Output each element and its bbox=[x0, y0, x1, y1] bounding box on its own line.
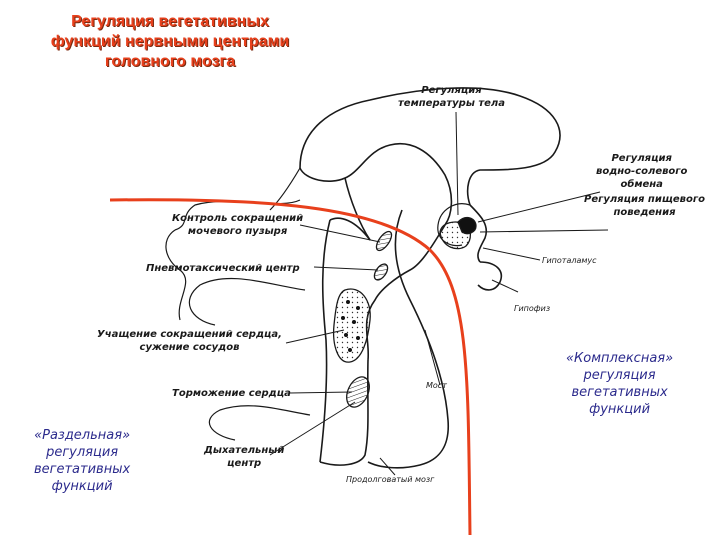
label-respiratory: Дыхательный центр bbox=[204, 444, 284, 470]
vasomotor-center bbox=[334, 289, 371, 362]
label-bladder: Контроль сокращений мочевого пузыря bbox=[172, 212, 303, 238]
nuclei bbox=[334, 218, 476, 411]
label-heart-accel: Учащение сокращений сердца, сужение сосу… bbox=[97, 328, 282, 354]
label-pneumotaxic: Пневмотаксический центр bbox=[146, 262, 300, 275]
label-temperature: Регуляция температуры тела bbox=[398, 84, 505, 110]
label-medulla: Продолговатый мозг bbox=[346, 475, 434, 485]
label-pons: Мост bbox=[426, 381, 447, 391]
label-hypothalamus: Гипоталамус bbox=[542, 256, 597, 266]
pneumotaxic-center bbox=[372, 262, 391, 282]
label-hypophysis: Гипофиз bbox=[514, 304, 550, 314]
label-heart-inhibit: Торможение сердца bbox=[172, 387, 291, 400]
separate-regulation-caption: «Раздельная» регуляция вегетативных функ… bbox=[34, 427, 130, 495]
label-food-behavior: Регуляция пищевого поведения bbox=[584, 193, 705, 219]
brain-outline bbox=[300, 88, 560, 468]
complex-regulation-caption: «Комплексная» регуляция вегетативных фун… bbox=[566, 350, 673, 418]
label-water-salt: Регуляция водно-солевого обмена bbox=[596, 152, 687, 191]
slide-title: Регуляция вегетативных функций нервными … bbox=[20, 12, 320, 72]
